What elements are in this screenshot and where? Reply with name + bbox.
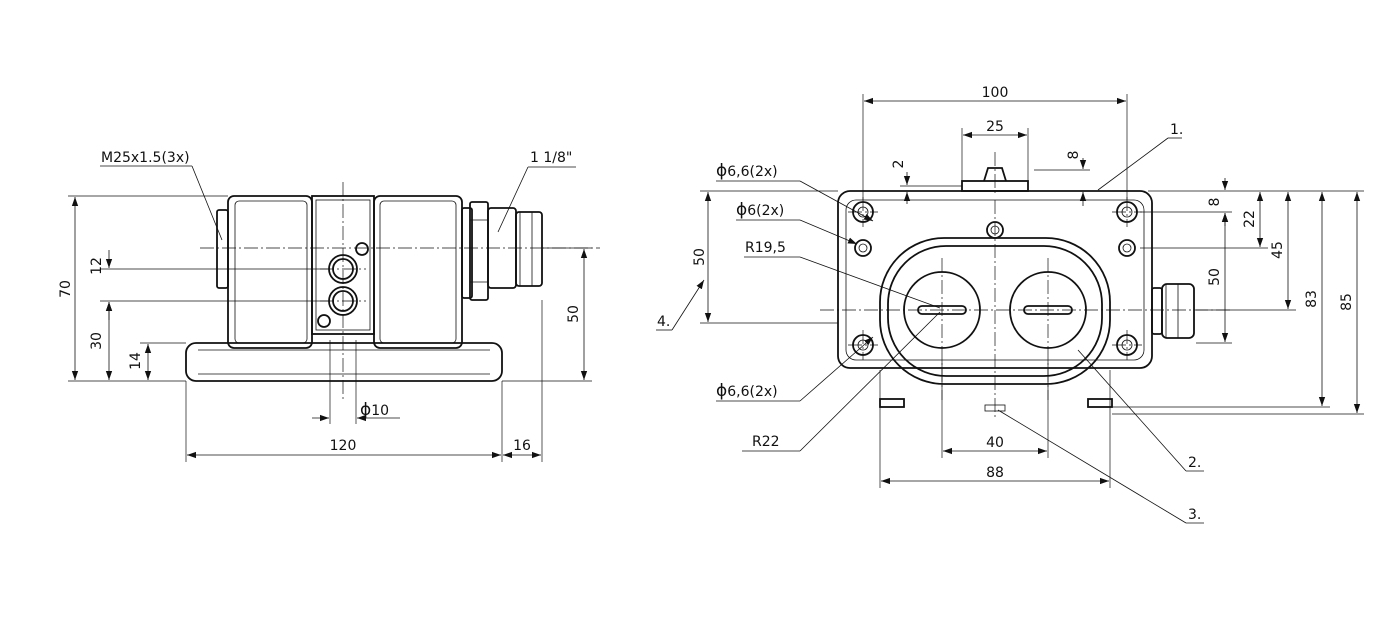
front-hole-ml	[854, 239, 872, 257]
dim-12: 12	[89, 257, 105, 275]
side-housing-left	[227, 195, 313, 349]
dim-88: 88	[986, 465, 1004, 481]
dim-100: 100	[982, 85, 1009, 101]
side-left-gland	[216, 209, 229, 289]
dim-2: 2	[891, 160, 907, 169]
dim-45: 45	[1270, 241, 1286, 259]
dim-dia10: ϕ10	[360, 400, 389, 420]
dim-50-side: 50	[566, 305, 582, 323]
front-view: 100 25 2 8 50 8 22	[656, 85, 1364, 524]
callout-4: 4.	[657, 314, 670, 330]
label-r19: R19,5	[745, 240, 786, 256]
dim-22: 22	[1242, 210, 1258, 228]
dim-30: 30	[89, 332, 105, 350]
dim-83: 83	[1304, 290, 1320, 308]
dim-50-front-left: 50	[692, 248, 708, 266]
label-hole-top: ϕ6,6(2x)	[716, 161, 778, 181]
dim-120: 120	[330, 438, 357, 454]
diameter-symbol: ϕ	[360, 400, 371, 420]
dim-8-top: 8	[1066, 151, 1082, 160]
label-thread: M25x1.5(3x)	[101, 150, 190, 166]
dim-8-right: 8	[1207, 198, 1223, 207]
dim-70: 70	[58, 280, 74, 298]
dim-85: 85	[1339, 293, 1355, 311]
label-hole-bottom: ϕ6,6(2x)	[716, 381, 778, 401]
side-screw-bottom	[317, 314, 331, 328]
callout-2: 2.	[1188, 455, 1201, 471]
dim-40: 40	[986, 435, 1004, 451]
side-housing-right	[373, 195, 463, 349]
dim-25: 25	[986, 119, 1004, 135]
side-screw-top	[355, 242, 369, 256]
side-base-plate	[185, 342, 503, 382]
callout-1: 1.	[1170, 122, 1183, 138]
front-hole-mr	[1118, 239, 1136, 257]
label-r22: R22	[752, 434, 780, 450]
side-view: 70 12 30 14 50 120 16 ϕ10	[58, 150, 600, 462]
dim-16: 16	[513, 438, 531, 454]
label-hole-mid: ϕ6(2x)	[736, 200, 784, 220]
dim-14: 14	[128, 352, 144, 370]
label-fitting: 1 1/8"	[530, 150, 572, 166]
side-right-fitting	[461, 201, 543, 301]
dim-50-front-right: 50	[1207, 268, 1223, 286]
front-right-fitting	[1151, 283, 1195, 339]
callout-3: 3.	[1188, 507, 1201, 523]
